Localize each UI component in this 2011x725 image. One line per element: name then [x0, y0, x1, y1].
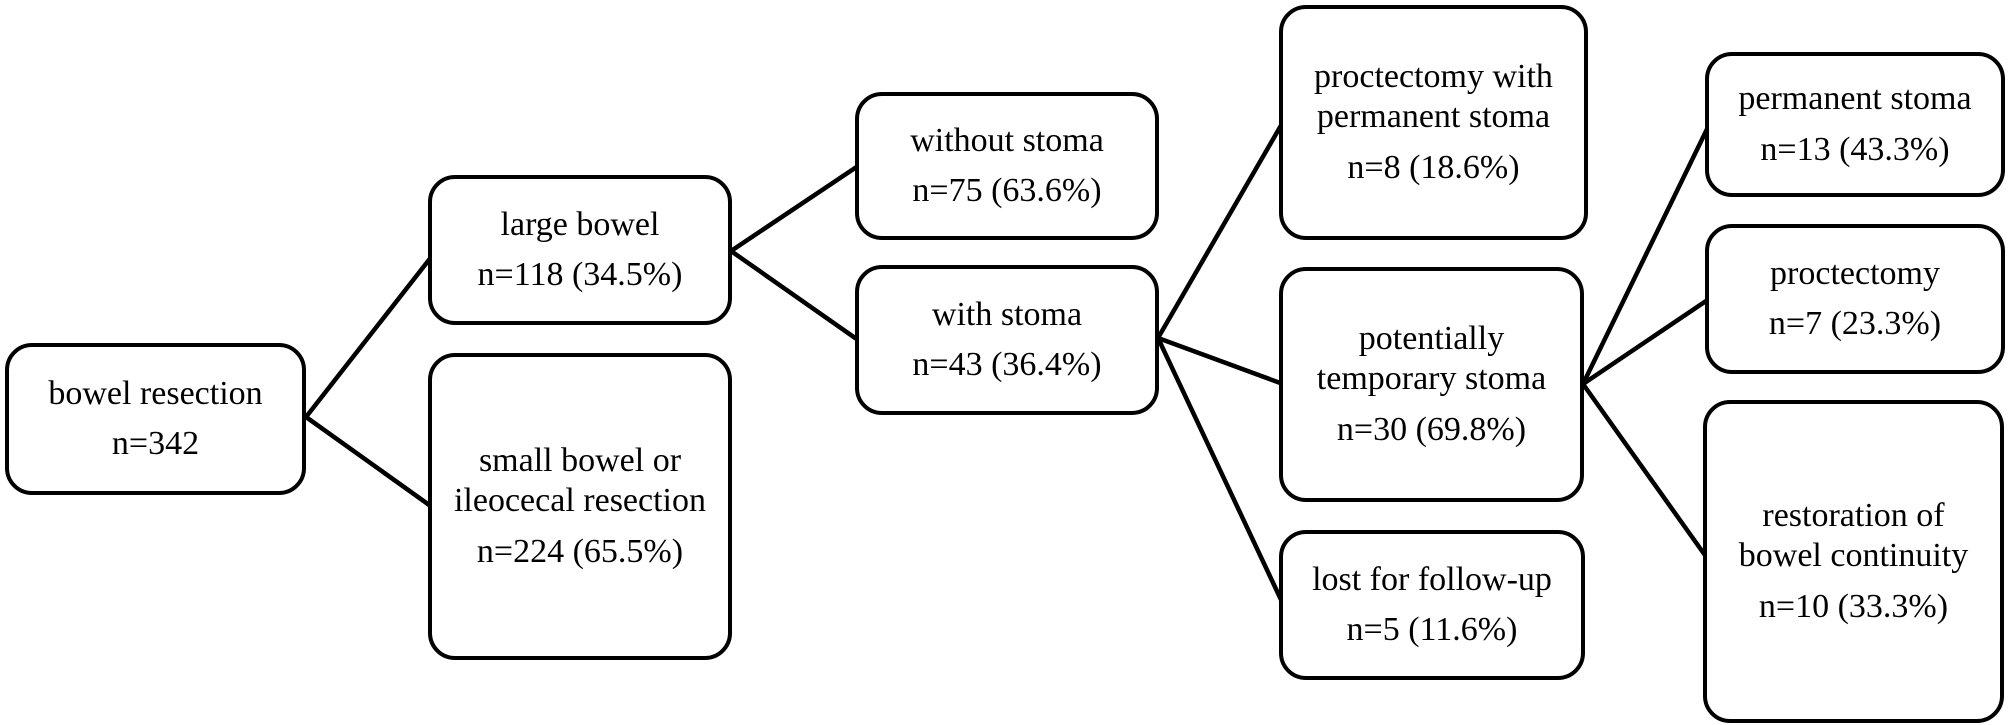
connector-line-large-to-with — [728, 248, 861, 343]
node-value: n=43 (36.4%) — [912, 346, 1102, 383]
node-small-bowel-or-ileocecal: small bowel or ileocecal resection n=224… — [428, 353, 732, 660]
connector-line-pottemp-to-restoration — [1580, 381, 1710, 561]
node-value: n=7 (23.3%) — [1768, 305, 1942, 342]
node-value: n=10 (33.3%) — [1758, 587, 1949, 625]
node-label: proctectomy — [1770, 254, 1940, 292]
node-label: restoration of bowel continuity — [1738, 497, 1969, 575]
node-value: n=30 (69.8%) — [1336, 410, 1527, 448]
node-large-bowel: large bowel n=118 (34.5%) — [428, 175, 732, 325]
node-label: small bowel or ileocecal resection — [453, 442, 706, 520]
node-proctectomy-with-permanent-stoma: proctectomy with permanent stoma n=8 (18… — [1279, 5, 1588, 240]
node-value: n=224 (65.5%) — [476, 532, 684, 570]
connector-line-large-to-without — [728, 163, 861, 254]
node-label: large bowel — [500, 205, 660, 243]
node-value: n=8 (18.6%) — [1347, 148, 1520, 186]
node-proctectomy: proctectomy n=7 (23.3%) — [1705, 224, 2005, 374]
node-without-stoma: without stoma n=75 (63.6%) — [855, 92, 1159, 240]
node-value: n=5 (11.6%) — [1346, 611, 1518, 648]
node-label: with stoma — [931, 295, 1083, 333]
connector-line-with-to-lost — [1155, 335, 1286, 607]
connector-line-bowel-to-large — [303, 253, 435, 420]
node-label: bowel resection — [48, 374, 263, 412]
node-bowel-resection: bowel resection n=342 — [5, 343, 306, 495]
connector-line-with-to-proctperm — [1155, 119, 1286, 341]
node-label: lost for follow-up — [1312, 560, 1552, 598]
connector-line-pottemp-to-proctectomy — [1580, 296, 1712, 387]
node-lost-for-follow-up: lost for follow-up n=5 (11.6%) — [1279, 530, 1585, 680]
node-potentially-temporary-stoma: potentially temporary stoma n=30 (69.8%) — [1279, 267, 1584, 502]
node-value: n=13 (43.3%) — [1760, 130, 1950, 168]
node-permanent-stoma: permanent stoma n=13 (43.3%) — [1705, 52, 2005, 197]
connector-line-with-to-pottemp — [1155, 335, 1286, 387]
connector-line-pottemp-to-permstoma — [1580, 122, 1712, 387]
node-label: without stoma — [910, 121, 1104, 159]
node-label: permanent stoma — [1738, 80, 1972, 118]
node-restoration-of-bowel-continuity: restoration of bowel continuity n=10 (33… — [1703, 400, 2004, 723]
node-value: n=342 — [111, 425, 200, 462]
node-value: n=118 (34.5%) — [477, 256, 683, 293]
node-value: n=75 (63.6%) — [912, 172, 1102, 209]
node-with-stoma: with stoma n=43 (36.4%) — [855, 265, 1159, 415]
node-label: potentially temporary stoma — [1316, 320, 1547, 398]
connector-line-bowel-to-small — [303, 414, 435, 510]
node-label: proctectomy with permanent stoma — [1314, 58, 1553, 136]
